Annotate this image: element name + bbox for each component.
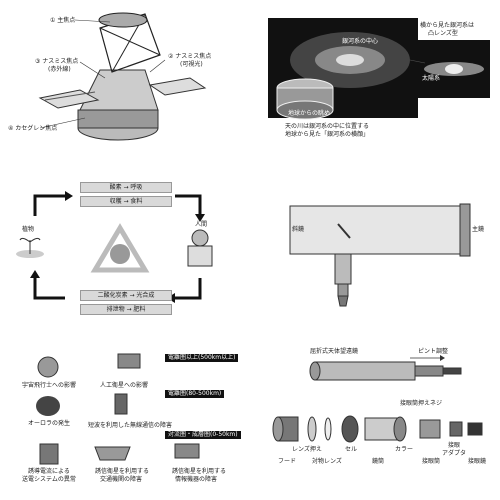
telescope-illustration [38,12,207,141]
diagonal-mirror-label: 斜鏡 [292,226,305,233]
hood-label: フード [278,458,297,465]
earth-view-label: 地球からの眺め [288,110,331,117]
tube-label: 鏡筒 [372,458,385,465]
aurora-label: オーロラの発生 [28,420,71,427]
galaxy-caption-2: 地球から見た「銀河系の横顔」 [285,131,370,138]
label-nasmyth-vis: ② ナスミス焦点 [168,53,212,60]
gps-label-2: 交通機関の障害 [100,476,143,483]
lens-holder-label: レンズ押え [292,446,322,453]
cell-label: セル [345,446,358,453]
label-prime-focus: ① 主焦点 [50,17,76,24]
draw-tube-label: 接眼筒 [422,458,441,465]
cycle-bottom-row-1: 二酸化炭素 → 光合成 [80,290,172,301]
band-above-ionosphere: 電離圏以上(500km以上) [165,354,239,362]
galaxy-center-label: 銀河系の中心 [342,38,379,45]
adapter-label-2: アダプタ [442,450,467,457]
gps-label-1: 誘信衛星を利用する [95,468,150,475]
telescope-panel: ① 主焦点 ③ ナスミス焦点 (赤外線) ② ナスミス焦点 (可視光) ④ カセ… [0,0,250,166]
band-ionosphere: 電離圏(80-500km) [165,390,225,398]
cycle-arrows [16,191,213,303]
adapter-label-1: 接眼 [448,442,461,449]
cycle-panel: 酸素 → 呼吸 収穫 → 食料 二酸化炭素 → 光合成 排泄物 → 肥料 植物 … [0,166,250,332]
galaxy-illustration [268,18,490,120]
newtonian-panel: 斜鏡 主鏡 [250,166,500,332]
refractor-title: 屈折式天体望遠鏡 [310,348,359,355]
satellite-effect-label: 人工衛星への影響 [100,382,149,389]
label-nasmyth-ir-sub: (赤外線) [48,66,71,73]
power-label-1: 誘導電流による [28,468,70,475]
comm-label-1: 誘信衛星を利用する [172,468,227,475]
label-nasmyth-ir: ③ ナスミス焦点 [35,58,79,65]
astronaut-effect-label: 宇宙飛行士への影響 [22,382,77,389]
side-view-label-2: 凸レンズ型 [428,30,458,37]
primary-mirror-label: 主鏡 [472,226,485,233]
band-troposphere: 対流圏・成層圏(0-50km) [165,431,241,439]
power-label-2: 送電システムの異常 [22,476,76,483]
eyepiece-screw-label: 接眼筒押えネジ [400,400,443,407]
cycle-top-row-2: 収穫 → 食料 [80,196,172,207]
radio-disruption-label: 短波を利用した無線通信の障害 [88,422,173,429]
objective-lens-label: 対物レンズ [312,458,342,465]
refractor-panel: 屈折式天体望遠鏡 ピント調整 接眼筒押えネジ フード レンズ押え 対物レンズ セ… [250,332,500,498]
human-label: 人間 [195,221,208,228]
collar-label: カラー [395,446,414,453]
space-weather-icons [36,353,200,465]
refractor-illustration [272,355,483,443]
focus-adjust-label: ピント調整 [418,348,449,355]
galaxy-caption-1: 天の川は銀河系の中に位置する [285,123,370,130]
label-cassegrain: ④ カセグレン焦点 [8,125,58,132]
side-view-label: 横から見た銀河系は [420,22,475,29]
sun-label: 太陽系 [422,75,441,82]
space-weather-panel: 電離圏以上(500km以上) 電離圏(80-500km) 対流圏・成層圏(0-5… [0,332,250,498]
plant-label: 植物 [22,226,35,233]
cycle-bottom-row-2: 排泄物 → 肥料 [80,304,172,315]
comm-label-2: 情報機器の障害 [175,476,218,483]
cycle-top-row-1: 酸素 → 呼吸 [80,182,172,193]
label-nasmyth-vis-sub: (可視光) [180,61,203,68]
galaxy-panel: 銀河系の中心 地球からの眺め 横から見た銀河系は 凸レンズ型 太陽系 天の川は銀… [250,0,500,166]
newtonian-illustration [289,203,471,307]
eyepiece-label: 接眼鏡 [468,458,487,465]
